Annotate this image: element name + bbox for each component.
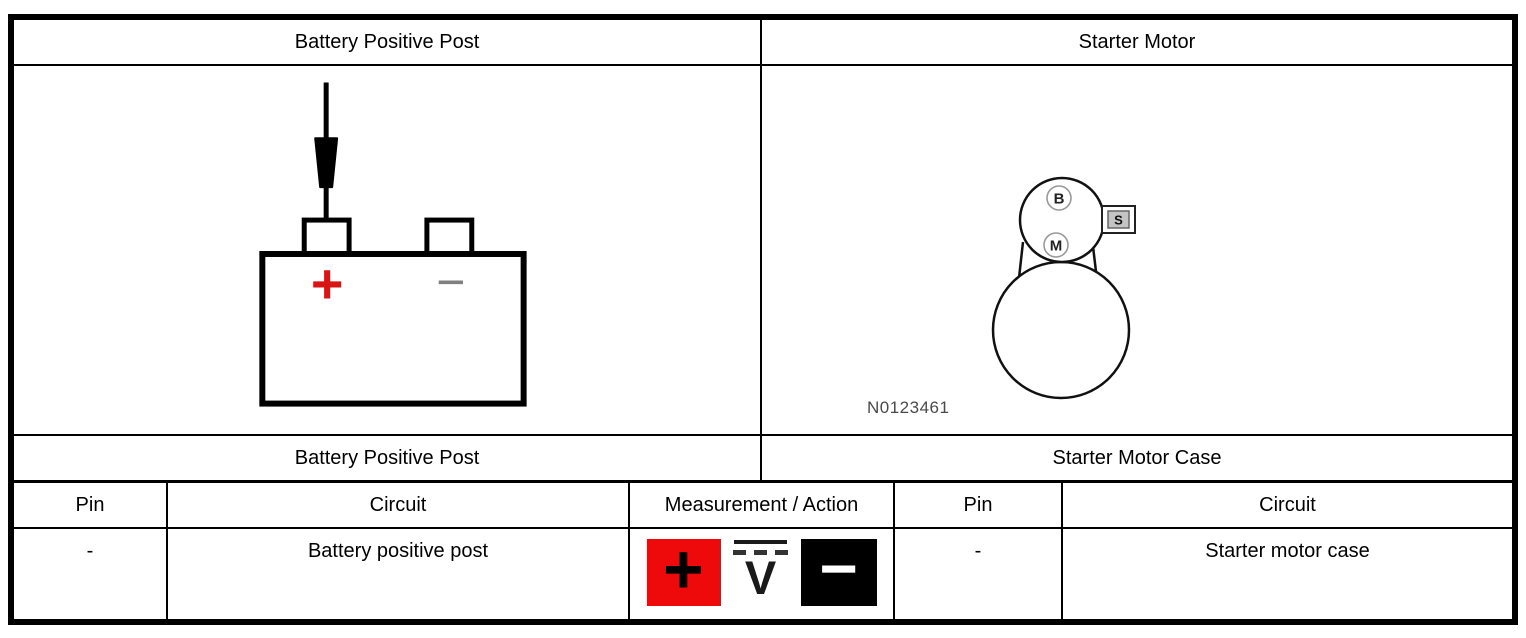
starter-motor-figure: B M S N0123461 xyxy=(867,176,1136,417)
volts-symbol: V xyxy=(744,550,777,604)
battery-positive-terminal xyxy=(301,217,352,259)
negative-probe-symbol: − xyxy=(819,531,858,605)
circuit-left-header-label: Circuit xyxy=(369,493,427,516)
battery-body xyxy=(259,250,527,407)
figure-row: + − B M xyxy=(14,66,1512,434)
battery-negative-terminal xyxy=(424,217,475,259)
circuit-right-value: Starter motor case xyxy=(1205,540,1370,562)
terminal-s-label: S xyxy=(1114,213,1123,228)
figure-caption-row: Battery Positive Post Starter Motor Case xyxy=(14,434,1512,480)
battery-minus-symbol: − xyxy=(436,254,465,310)
pin-left-value: - xyxy=(86,540,94,562)
starter-header-label: Starter Motor xyxy=(1078,30,1196,53)
negative-probe-icon: − xyxy=(800,535,877,606)
starter-header-cell: Starter Motor xyxy=(762,20,1512,64)
figure-id-label: N0123461 xyxy=(867,398,949,417)
circuit-left-cell: Battery positive post xyxy=(168,529,630,619)
dc-solid-line xyxy=(734,539,787,544)
pin-left-cell: - xyxy=(14,529,168,619)
pin-left-header: Pin xyxy=(14,483,168,527)
battery-plus-symbol: + xyxy=(311,252,344,315)
measurement-action-header: Measurement / Action xyxy=(630,483,895,527)
terminal-m-circle xyxy=(1043,232,1069,258)
starter-bracket-left xyxy=(1017,241,1025,279)
positive-probe-symbol: + xyxy=(663,530,704,608)
circuit-right-cell: Starter motor case xyxy=(1063,529,1512,619)
starter-figure-cell: B M S N0123461 xyxy=(762,66,1512,434)
probe-grip xyxy=(314,137,339,189)
dc-voltage-icon: V xyxy=(732,539,790,606)
battery-caption-cell: Battery Positive Post xyxy=(14,436,762,480)
measurement-action-cell: + V − xyxy=(630,529,895,619)
pin-table-data-row: - Battery positive post + V − - xyxy=(14,529,1512,619)
battery-figure: + − xyxy=(259,82,527,407)
starter-caption-label: Starter Motor Case xyxy=(1052,446,1222,469)
pin-right-cell: - xyxy=(895,529,1063,619)
pin-table-header-row: Pin Circuit Measurement / Action Pin Cir… xyxy=(14,480,1512,529)
battery-header-label: Battery Positive Post xyxy=(294,30,480,53)
positive-probe-icon: + xyxy=(646,534,721,606)
diagnostic-pinpoint-table: Battery Positive Post Starter Motor xyxy=(8,14,1518,625)
circuit-left-value: Battery positive post xyxy=(307,540,489,562)
pin-left-header-label: Pin xyxy=(75,493,105,516)
circuit-right-header-label: Circuit xyxy=(1259,493,1316,516)
starter-motor-case xyxy=(991,260,1131,400)
circuit-left-header: Circuit xyxy=(168,483,630,527)
measurement-action-header-label: Measurement / Action xyxy=(664,493,859,516)
pin-right-header: Pin xyxy=(895,483,1063,527)
terminal-m-label: M xyxy=(1050,238,1063,255)
pin-right-value: - xyxy=(974,540,982,562)
pin-right-header-label: Pin xyxy=(963,493,993,516)
terminal-s-box xyxy=(1107,210,1130,229)
dc-dashed-line xyxy=(733,549,788,555)
battery-header-cell: Battery Positive Post xyxy=(14,20,762,64)
battery-caption-label: Battery Positive Post xyxy=(294,446,480,469)
starter-caption-cell: Starter Motor Case xyxy=(762,436,1512,480)
battery-figure-cell: + − xyxy=(14,66,762,434)
terminal-b-label: B xyxy=(1054,191,1065,208)
circuit-right-header: Circuit xyxy=(1063,483,1512,527)
terminal-b-circle xyxy=(1046,185,1072,211)
figure-header-row: Battery Positive Post Starter Motor xyxy=(14,20,1512,66)
